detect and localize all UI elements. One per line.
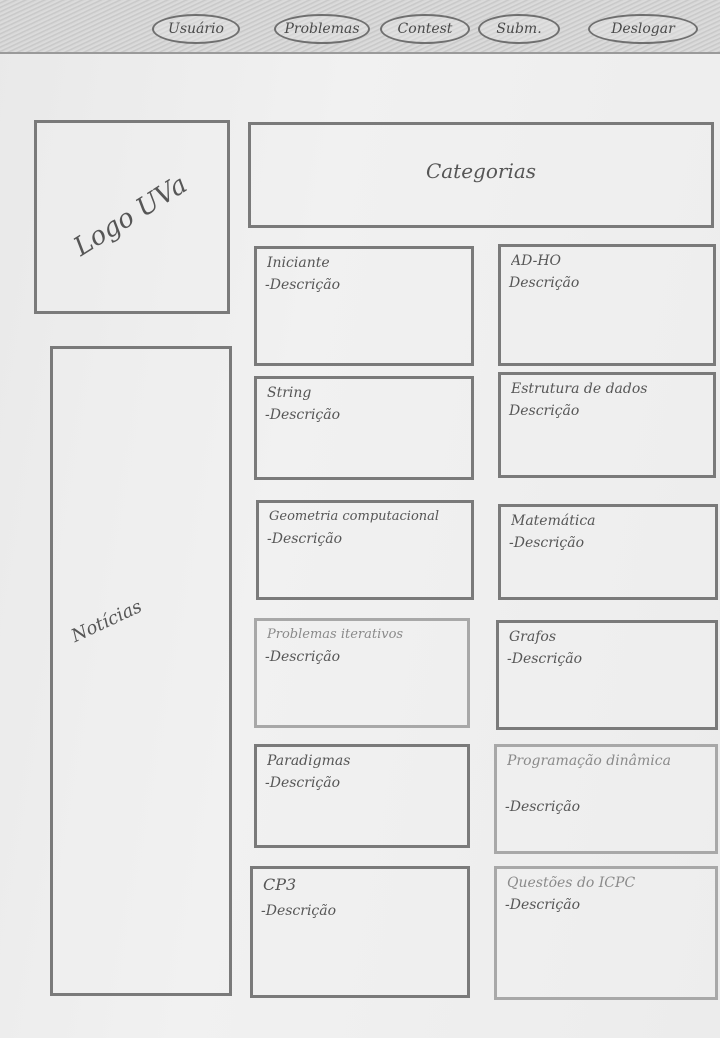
category-card-iniciante[interactable]: Iniciante -Descrição (254, 246, 474, 366)
card-title: Questões do ICPC (507, 875, 636, 891)
card-description: -Descrição (507, 651, 583, 667)
category-card-cp3[interactable]: CP3 -Descrição (250, 866, 470, 998)
card-title: String (267, 385, 312, 401)
category-card-geometria[interactable]: Geometria computacional -Descrição (256, 500, 474, 600)
card-description: -Descrição (265, 407, 341, 423)
nav-contest-button[interactable]: Contest (380, 14, 470, 44)
nav-usuario-button[interactable]: Usuário (152, 14, 240, 44)
card-description: -Descrição (265, 277, 341, 293)
card-description: -Descrição (505, 897, 581, 913)
card-title: Geometria computacional (269, 509, 440, 524)
card-description: -Descrição (509, 535, 585, 551)
card-description: -Descrição (265, 649, 341, 665)
category-card-iterativos[interactable]: Problemas iterativos -Descrição (254, 618, 470, 728)
card-description: -Descrição (265, 775, 341, 791)
category-card-grafos[interactable]: Grafos -Descrição (496, 620, 718, 730)
category-card-estrutura-dados[interactable]: Estrutura de dados Descrição (498, 372, 716, 478)
card-description: Descrição (509, 275, 580, 291)
nav-deslogar-button[interactable]: Deslogar (588, 14, 698, 44)
card-description: -Descrição (261, 903, 337, 919)
card-title: Paradigmas (267, 753, 351, 769)
category-card-paradigmas[interactable]: Paradigmas -Descrição (254, 744, 470, 848)
card-title: Iniciante (267, 255, 330, 271)
card-description: Descrição (509, 403, 580, 419)
card-description: -Descrição (267, 531, 343, 547)
card-title: Problemas iterativos (267, 627, 404, 642)
card-title: Grafos (509, 629, 557, 645)
card-title: Estrutura de dados (511, 381, 648, 397)
category-card-icpc[interactable]: Questões do ICPC -Descrição (494, 866, 718, 1000)
card-title: AD-HO (511, 253, 562, 269)
nav-problemas-button[interactable]: Problemas (274, 14, 370, 44)
logo-text: Logo UVa (68, 169, 193, 263)
card-description: -Descrição (505, 799, 581, 815)
categories-header: Categorias (248, 122, 714, 228)
category-card-ad-hoc[interactable]: AD-HO Descrição (498, 244, 716, 366)
category-card-matematica[interactable]: Matemática -Descrição (498, 504, 718, 600)
card-title: Programação dinâmica (507, 753, 671, 769)
news-panel: Notícias (50, 346, 232, 996)
card-title: Matemática (511, 513, 596, 529)
card-title: CP3 (263, 875, 297, 894)
news-title: Notícias (68, 596, 146, 647)
logo-box: Logo UVa (34, 120, 230, 314)
category-card-programacao-dinamica[interactable]: Programação dinâmica -Descrição (494, 744, 718, 854)
category-card-string[interactable]: String -Descrição (254, 376, 474, 480)
nav-submissoes-button[interactable]: Subm. (478, 14, 560, 44)
top-nav-bar: Usuário Problemas Contest Subm. Deslogar (0, 0, 720, 54)
categories-title: Categorias (425, 159, 537, 183)
